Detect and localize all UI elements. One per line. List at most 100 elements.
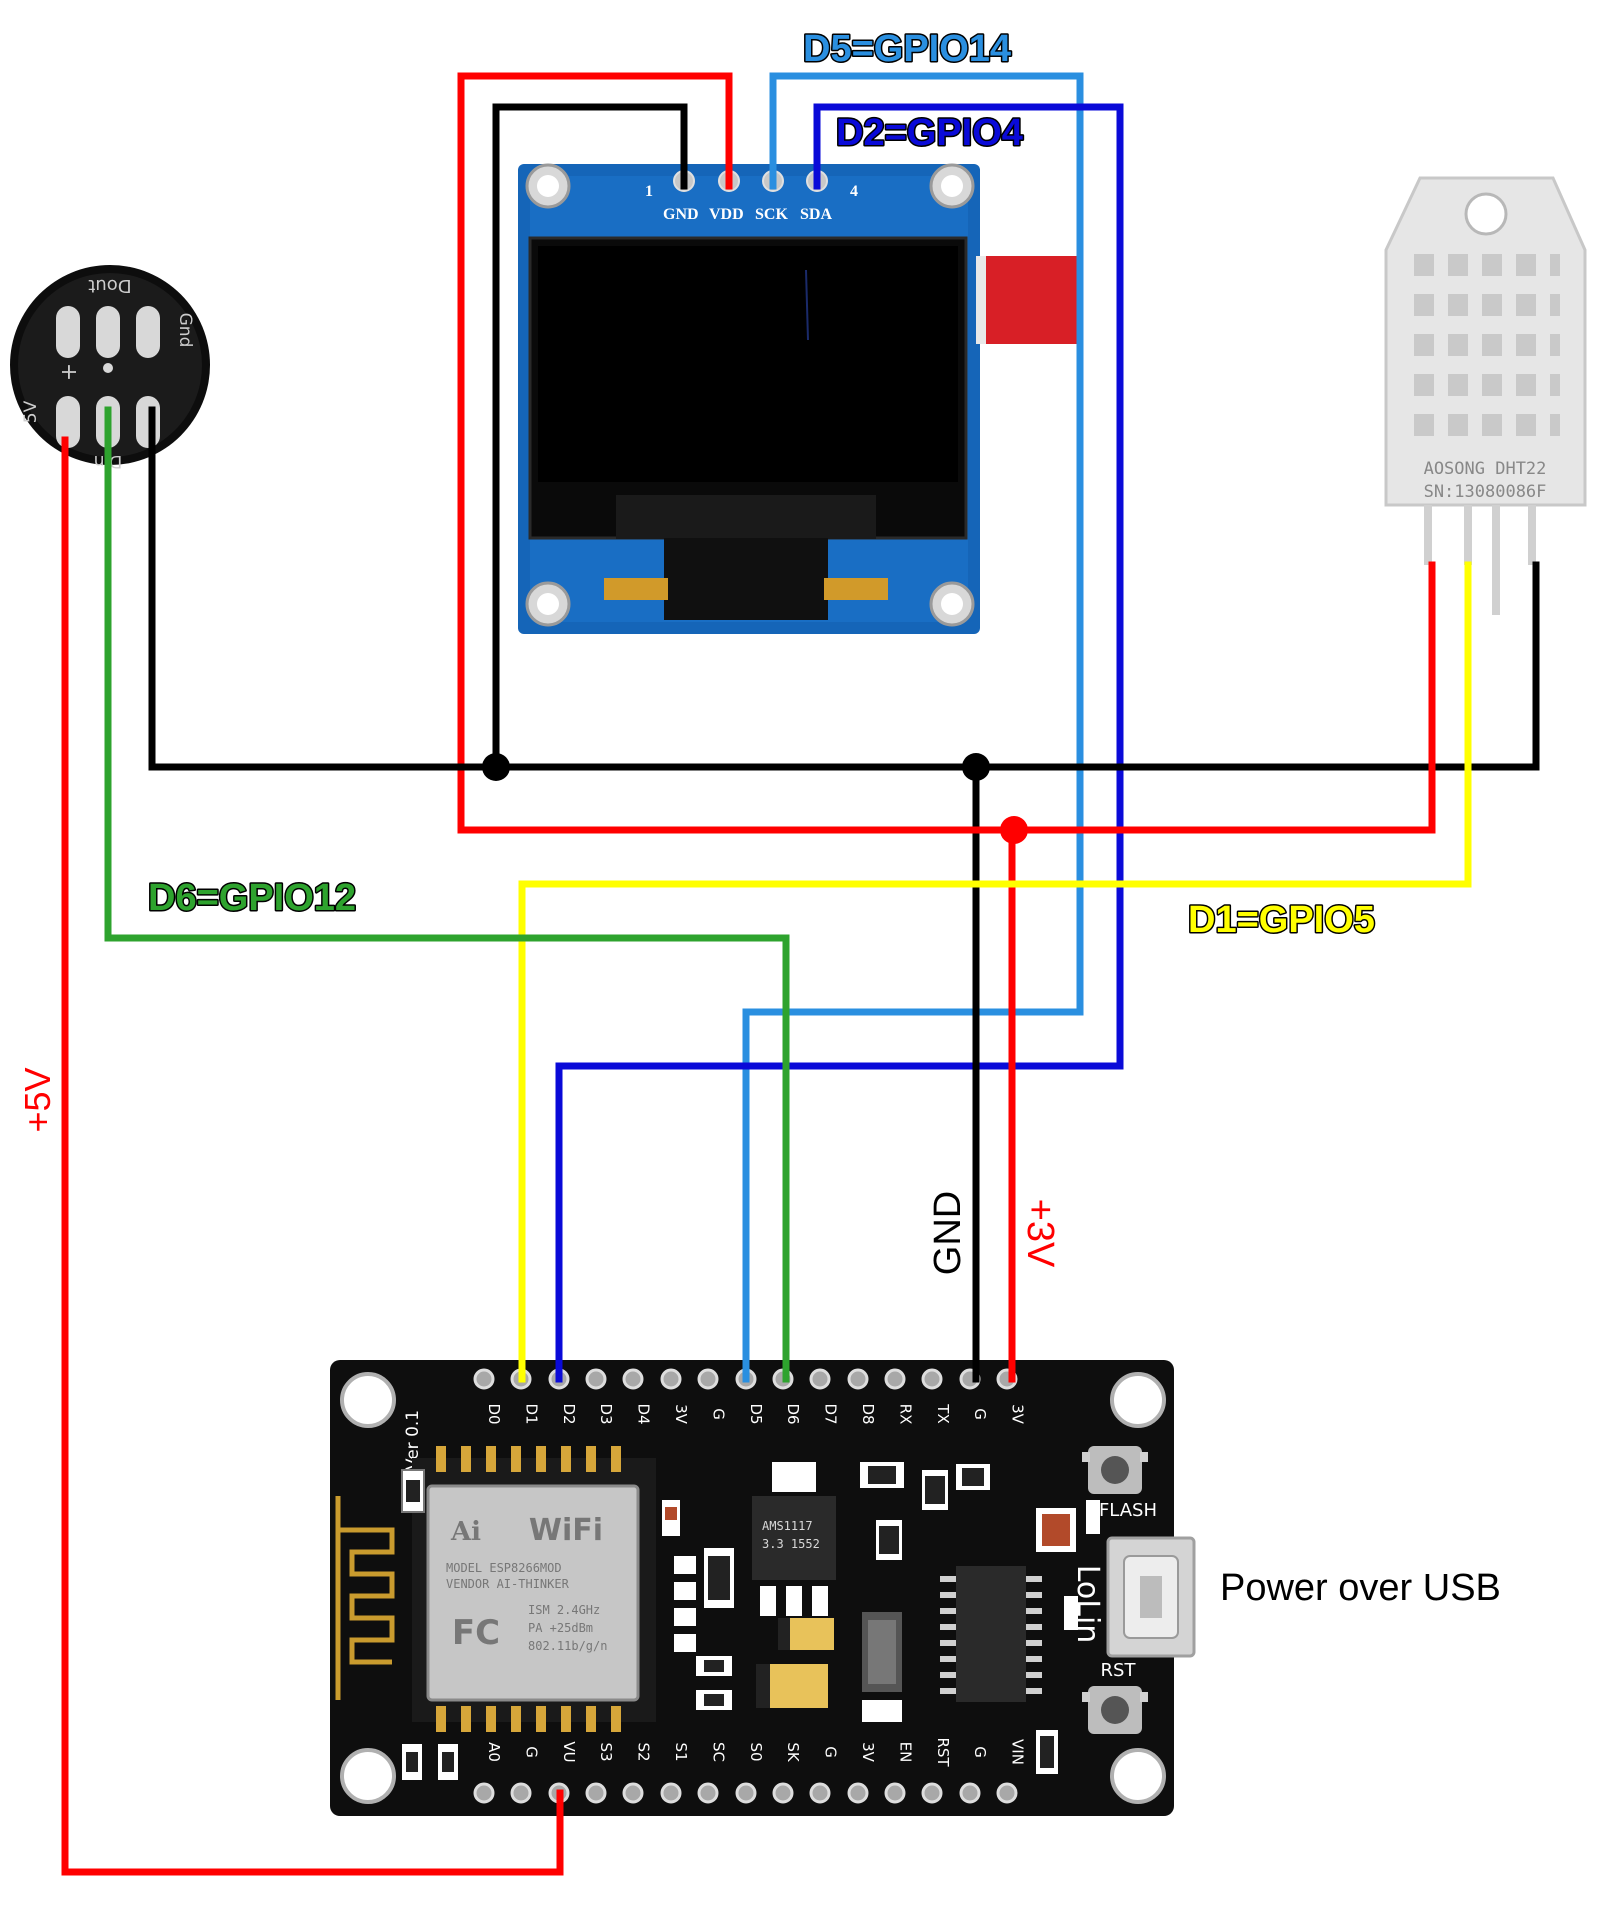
- micro-usb-port: [1106, 1536, 1196, 1658]
- board-bottom-pin-3v: 3V: [859, 1742, 877, 1763]
- wire-ground-rail: [148, 406, 1540, 771]
- led-pad: [56, 396, 80, 448]
- board-bottom-pin-a0: A0: [485, 1742, 503, 1762]
- led-ring-module: Dout Gnd Din + 5V: [10, 265, 210, 471]
- oled-display: 1 4 GND VDD SCK SDA: [512, 158, 1078, 636]
- wire-3v-rail: [457, 561, 1436, 834]
- wire-led-5v-vu: [61, 436, 564, 1876]
- dht22-mount-hole: [1464, 192, 1508, 236]
- board-bottom-pin-en: EN: [896, 1742, 914, 1763]
- wires: [61, 72, 1540, 1876]
- board-top-pin-d0: D0: [485, 1403, 503, 1424]
- board-top-pin-d8: D8: [859, 1403, 877, 1424]
- led-plus-label: +: [56, 363, 81, 381]
- dht22-sensor: AOSONG DHT22 SN:13080086F: [1384, 176, 1587, 615]
- voltage-regulator: [752, 1496, 836, 1580]
- oled-pin-4-label: 4: [850, 183, 858, 200]
- esp8266-module: Ai WiFi MODEL ESP8266MOD VENDOR AI-THINK…: [412, 1446, 656, 1732]
- nodemcu-mount-hole: [1110, 1372, 1166, 1428]
- led-pad: [96, 306, 120, 358]
- oled-vdd-label: VDD: [709, 206, 744, 223]
- board-top-pin-g: G: [971, 1408, 989, 1420]
- junction-dot-gnd-board: [962, 753, 990, 781]
- module-line-4: PA +25dBm: [528, 1621, 593, 1635]
- led-pad: [136, 306, 160, 358]
- oled-protective-tab: [976, 256, 1078, 344]
- led-dout-label: Dout: [88, 275, 131, 296]
- wire-dht-data-d1: [518, 561, 1472, 1383]
- label-d6-gpio12: D6=GPIO12: [148, 877, 356, 919]
- module-line-3: ISM 2.4GHz: [528, 1603, 600, 1617]
- wire-led-din-d6: [104, 406, 790, 1383]
- nodemcu-bottom-header: [473, 1782, 1018, 1804]
- oled-sda-label: SDA: [800, 206, 832, 223]
- module-line-1: MODEL ESP8266MOD: [446, 1561, 562, 1575]
- board-top-pin-d3: D3: [597, 1403, 615, 1424]
- label-power-over-usb: Power over USB: [1220, 1567, 1501, 1609]
- board-bottom-pin-sk: SK: [784, 1742, 802, 1763]
- wire-oled-sda-d2: [555, 103, 1124, 1383]
- board-top-pin-d1: D1: [522, 1403, 540, 1424]
- usb-serial-chip: [956, 1566, 1026, 1702]
- module-line-2: VENDOR AI-THINKER: [446, 1577, 570, 1591]
- board-top-pin-tx: TX: [934, 1403, 952, 1423]
- board-bottom-pin-s2: S2: [635, 1742, 653, 1761]
- flash-label: FLASH: [1099, 1500, 1157, 1521]
- smd-components: AMS1117 3.3 1552: [401, 1462, 1100, 1780]
- oled-pin-1-label: 1: [645, 183, 653, 200]
- board-top-pin-3v: 3V: [672, 1404, 690, 1425]
- rst-label: RST: [1101, 1660, 1137, 1681]
- label-d1-gpio5: D1=GPIO5: [1188, 899, 1375, 941]
- oled-gnd-label: GND: [663, 206, 699, 223]
- wire-oled-vdd: [457, 72, 733, 834]
- label-plus-5v: +5V: [17, 1067, 58, 1132]
- module-line-5: 802.11b/g/n: [528, 1639, 607, 1653]
- rst-button: [1082, 1686, 1148, 1734]
- module-ai-logo: Ai: [450, 1517, 481, 1547]
- wire-oled-sck-d5: [742, 72, 1084, 1383]
- board-bottom-pin-s3: S3: [597, 1742, 615, 1761]
- wifi-antenna-trace: [335, 1496, 395, 1700]
- board-top-pin-d5: D5: [747, 1403, 765, 1424]
- board-bottom-pin-vu: VU: [560, 1741, 578, 1762]
- nodemcu-mount-hole: [1110, 1748, 1166, 1804]
- dht22-vent-grille: [1414, 254, 1560, 436]
- wire-oled-gnd: [492, 103, 688, 771]
- board-bottom-pin-g: G: [522, 1746, 540, 1758]
- module-wifi-logo: WiFi: [529, 1513, 603, 1548]
- board-version-label: Ver 0.1: [403, 1410, 423, 1470]
- nodemcu-mount-hole: [340, 1372, 396, 1428]
- label-d5-gpio14: D5=GPIO14: [803, 28, 1011, 70]
- board-brand-label: LoLin: [1070, 1565, 1105, 1644]
- oled-sck-label: SCK: [755, 206, 788, 223]
- junction-dot-3v: [1000, 816, 1028, 844]
- board-bottom-pin-g: G: [822, 1746, 840, 1758]
- led-5v-label: 5V: [21, 400, 41, 423]
- board-bottom-pin-s1: S1: [672, 1742, 690, 1761]
- board-top-pin-d6: D6: [784, 1403, 802, 1424]
- oled-ribbon-cable: [664, 538, 828, 620]
- nodemcu-mount-hole: [340, 1748, 396, 1804]
- dht22-serial-label: SN:13080086F: [1424, 482, 1547, 502]
- board-bottom-pin-vin: VIN: [1009, 1739, 1027, 1765]
- board-bottom-pin-s0: S0: [747, 1742, 765, 1761]
- junction-dot-gnd-oled: [482, 753, 510, 781]
- board-top-pin-3v: 3V: [1009, 1404, 1027, 1425]
- led-gnd-label: Gnd: [175, 313, 195, 348]
- led-pad: [136, 396, 160, 448]
- flash-button: [1082, 1446, 1148, 1494]
- board-top-pin-d4: D4: [635, 1403, 653, 1424]
- board-top-pin-g: G: [709, 1408, 727, 1420]
- nodemcu-top-header: [473, 1368, 1018, 1390]
- regulator-text-2: 3.3 1552: [762, 1537, 820, 1551]
- label-d2-gpio4: D2=GPIO4: [836, 112, 1023, 154]
- board-top-pin-d7: D7: [822, 1403, 840, 1424]
- dht22-model-label: AOSONG DHT22: [1424, 459, 1547, 479]
- label-gnd: GND: [927, 1191, 969, 1275]
- led-pad: [56, 306, 80, 358]
- module-fc-logo: FC: [452, 1613, 500, 1653]
- board-top-pin-d2: D2: [560, 1403, 578, 1424]
